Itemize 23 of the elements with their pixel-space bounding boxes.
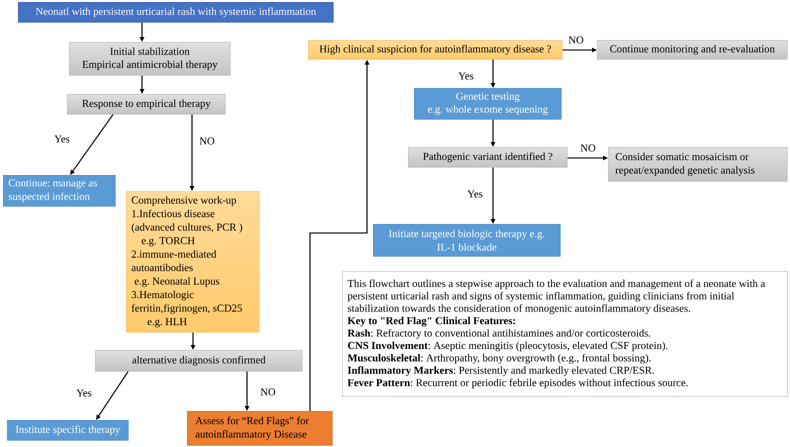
outcome-box: Consider somatic mosaicism or repeat/expanded genetic analysis <box>608 147 788 182</box>
outcome-box: Continue monitoring and re-evaluation <box>597 40 788 60</box>
outcome-box: Institute specific therapy <box>7 420 129 441</box>
process-box: Genetic testing e.g. whole exome sequening <box>414 88 562 120</box>
edge-label: Yes <box>457 71 475 81</box>
edge-label: Yes <box>466 189 484 199</box>
process-box: Assess for “Red Flags” for autoinflammatory Disease <box>187 411 333 446</box>
outcome-box: Initiate targeted biologic therapy e.g. IL-1 blockade <box>373 224 561 257</box>
edge-label: NO <box>567 35 585 45</box>
decision-box: Pathogenic variant identified ? <box>408 147 568 168</box>
decision-box: High clinical suspicion for autoinflammatory disease ? <box>308 40 563 60</box>
outcome-box: Continue: manage as suspected infection <box>3 175 116 207</box>
decision-box: alternative diagnosis confirmed <box>95 350 303 372</box>
edge-label: NO <box>579 143 597 153</box>
edge-label: Yes <box>53 134 71 144</box>
process-box: Initial stabilization Empirical antimicrobial therapy <box>69 42 231 76</box>
note-box: This flowchart outlines a stepwise approach to the evaluation and management of a neonate with a persistent urticarial rash and signs of systemic inflammation, guiding clinicians from initial stabilization towards the consideration of monogenic autoinflammatory diseases. Key to "Red Flag" Clinical Features: Rash: Refractory to conventional antihistamines and/or corticosteroids. CNS Involvement: Aseptic meningitis (pleocytosis, elevated CSF protein). Musculoskeletal: Arthropathy, bony overgrowth (e.g., frontal bossing). Inflammatory Markers: Persistently and markedly elevated CRP/ESR. Fever Pattern: Recurrent or periodic febrile episodes without infectious source. <box>342 271 788 397</box>
decision-box: Response to empirical therapy <box>67 94 226 115</box>
start-box: Neonatl with persistent urticarial rash with systemic inflammation <box>18 2 334 23</box>
edge-label: NO <box>259 387 277 397</box>
edge-label: NO <box>198 136 216 146</box>
edge-label: Yes <box>75 388 93 398</box>
process-box: Comprehensive work-up 1.Infectious disease (advanced cultures, PCR ) e.g. TORCH 2.immune-mediated autoantibodies e.g. Neonatal Lupus 3.Hematologic ferritin,figrinogen, sCD25 e.g. HLH <box>126 191 260 333</box>
